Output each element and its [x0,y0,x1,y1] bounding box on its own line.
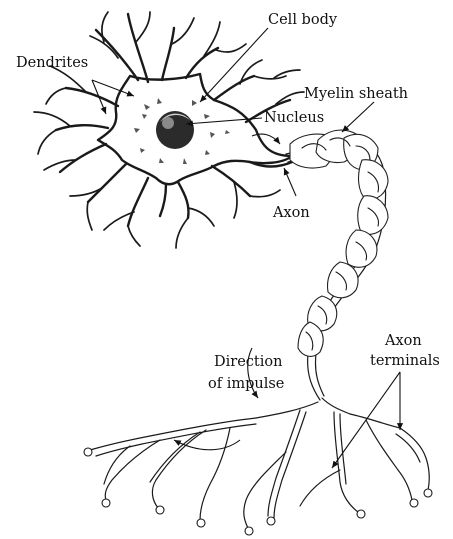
label-terminals-line1: Axon [384,333,422,349]
axon-terminals [84,398,432,535]
myelin-segments [290,130,388,356]
label-terminals-line2: terminals [370,353,440,369]
neuron-soma [34,12,304,248]
nucleolus [162,117,174,129]
soma-outline [98,74,292,184]
label-direction-line2: of impulse [208,376,284,392]
nucleus [156,111,194,149]
label-dendrites: Dendrites [16,55,88,71]
label-direction-line1: Direction [214,354,282,370]
label-myelin-sheath: Myelin sheath [304,86,408,102]
label-cell-body: Cell body [268,12,338,28]
label-axon: Axon [272,205,310,221]
label-nucleus: Nucleus [264,110,324,126]
